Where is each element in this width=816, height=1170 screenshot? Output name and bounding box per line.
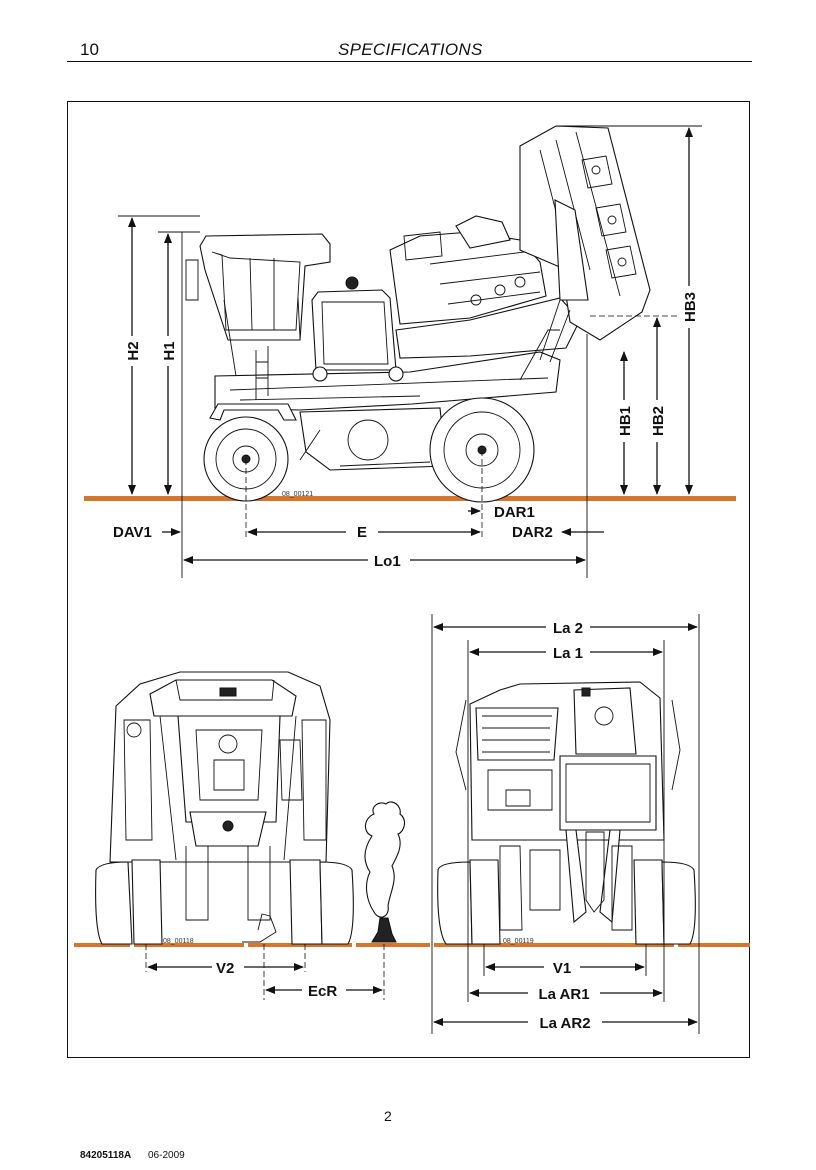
side-view: H2 H1 HB1 HB2 HB3 DAV1 E DAR1 DAR2 Lo1 0… — [84, 125, 736, 578]
label-h2: H2 — [125, 341, 142, 360]
label-h1: H1 — [161, 341, 178, 360]
page-label: 2 — [384, 1108, 392, 1124]
label-hb2: HB2 — [650, 406, 667, 436]
front-view-centerlines — [145, 944, 385, 1000]
figure-ref-side: 08_00121 — [282, 491, 313, 498]
label-v2: V2 — [216, 960, 234, 977]
document-date: 06-2009 — [148, 1150, 185, 1161]
harvester-front-illustration — [95, 671, 406, 945]
label-la1: La 1 — [553, 645, 583, 662]
label-v1: V1 — [553, 960, 571, 977]
label-dar1: DAR1 — [494, 504, 535, 521]
rear-view: La 2 La 1 V1 La AR1 La AR2 08_00119 — [420, 614, 750, 1034]
section-title: SPECIFICATIONS — [338, 40, 483, 59]
label-la-ar2: La AR2 — [539, 1015, 590, 1032]
front-view: V2 EcR 08_00118 — [74, 671, 422, 1000]
label-dav1: DAV1 — [113, 524, 152, 541]
harvester-rear-illustration — [437, 681, 696, 945]
label-la-ar1: La AR1 — [538, 986, 589, 1003]
page-number: 10 — [80, 40, 99, 59]
label-ecr: EcR — [308, 983, 337, 1000]
figure-ref-front: 08_00118 — [163, 938, 194, 945]
rear-ground-line — [678, 943, 750, 947]
label-e: E — [357, 524, 367, 541]
figure-ref-rear: 08_00119 — [503, 938, 534, 945]
side-ground-line — [84, 496, 736, 501]
label-la2: La 2 — [553, 620, 583, 637]
header-rule — [67, 61, 752, 62]
figure-frame — [67, 101, 750, 1058]
label-lo1: Lo1 — [374, 553, 401, 570]
label-dar2: DAR2 — [512, 524, 553, 541]
label-hb3: HB3 — [682, 292, 699, 322]
document-code: 84205118A — [80, 1150, 132, 1161]
label-hb1: HB1 — [617, 406, 634, 436]
harvester-side-illustration — [185, 125, 651, 503]
front-ground-line — [356, 943, 422, 947]
